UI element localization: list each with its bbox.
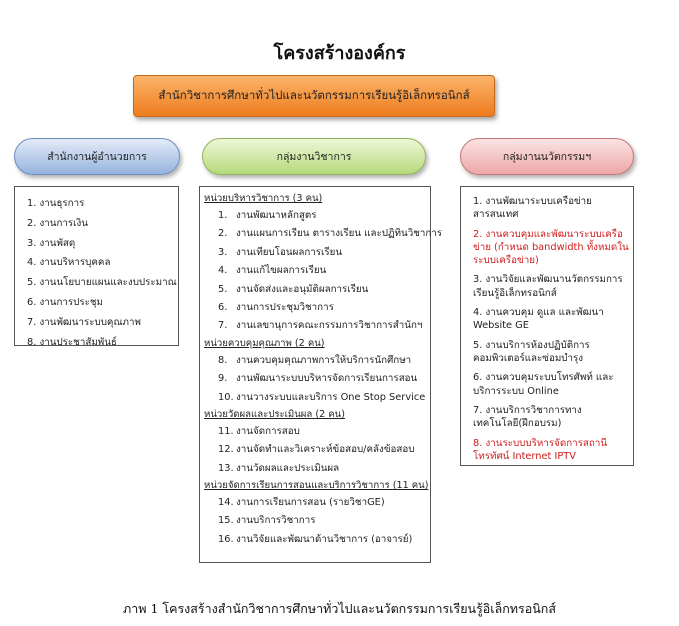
list-item: 1. งานธุรการ	[27, 198, 85, 209]
list-item: 1. งานพัฒนาระบบเครือข่ายสารสนเทศ	[473, 196, 592, 221]
list-item: 9. งานพัฒนาระบบบริหารจัดการเรียนการสอน	[204, 372, 426, 385]
list-item: 4. งานแก้ไขผลการเรียน	[204, 264, 426, 277]
list-item: 7. งานเลขานุการคณะกรรมการวิชาการสำนักฯ	[204, 319, 426, 332]
item-number: 9.	[218, 373, 228, 385]
item-number: 4.	[218, 265, 228, 277]
list-item: 16.งานวิจัยและพัฒนาด้านวิชาการ (อาจารย์)	[204, 533, 426, 546]
list-item: 13.งานวัดผลและประเมินผล	[204, 462, 426, 475]
director-office-list: 1. งานธุรการ 2. งานการเงิน 3. งานพัสดุ 4. ง…	[14, 186, 179, 348]
list-item: 3. งานพัสดุ	[27, 237, 76, 249]
item-number: 14.	[218, 497, 234, 509]
group-pill-director-office: สำนักงานผู้อำนวยการ	[14, 138, 180, 175]
item-number: 13.	[218, 462, 234, 474]
list-item: 1. งานพัฒนาหลักสูตร	[204, 209, 426, 222]
list-item: 3. งานเทียบโอนผลการเรียน	[204, 246, 426, 259]
list-item: 14.งานการเรียนการสอน (รายวิชาGE)	[204, 496, 426, 509]
group-label-right: กลุ่มงานนวัตกรรมฯ	[502, 151, 592, 163]
list-item: 7. งานพัฒนาระบบคุณภาพ	[27, 316, 141, 328]
innovation-list: 1. งานพัฒนาระบบเครือข่ายสารสนเทศ 2. งานคว…	[460, 186, 634, 466]
item-number: 10.	[218, 391, 234, 403]
list-item: 12.งานจัดทำและวิเคราะห์ข้อสอบ/คลังข้อสอบ	[204, 443, 426, 456]
list-item: 2. งานการเงิน	[27, 217, 88, 229]
list-item: 6. งานการประชุม	[27, 297, 103, 309]
academic-list: หน่วยบริหารวิชาการ (3 คน) 1. งานพัฒนาหลักส…	[199, 186, 442, 563]
item-number: 11.	[218, 425, 234, 437]
group-pill-academic: กลุ่มงานวิชาการ	[202, 138, 426, 175]
item-text: งานจัดทำและวิเคราะห์ข้อสอบ/คลังข้อสอบ	[236, 444, 415, 456]
list-item: 5. งานบริการห้องปฏิบัติการคอมพิวเตอร์และ…	[473, 339, 590, 364]
item-number: 5.	[218, 283, 228, 295]
list-item: 7. งานบริการวิชาการทางเทคโนโลยี(ฝึกอบรม)	[473, 404, 582, 430]
group-label-left: สำนักงานผู้อำนวยการ	[47, 151, 147, 163]
item-text: งานการประชุมวิชาการ	[236, 301, 334, 313]
item-text: งานวางระบบและบริการ One Stop Service	[236, 391, 426, 403]
item-text: งานวัดผลและประเมินผล	[236, 462, 340, 474]
item-text: งานเลขานุการคณะกรรมการวิชาการสำนักฯ	[236, 320, 423, 332]
list-item: 6. งานควบคุมระบบโทรศัพท์ และบริการระบบ O…	[473, 372, 614, 397]
item-text: งานบริการวิชาการ	[236, 515, 316, 527]
list-item: 8. งานควบคุมคุณภาพการให้บริการนักศึกษา	[204, 354, 426, 367]
list-item: 10.งานวางระบบและบริการ One Stop Service	[204, 391, 426, 404]
list-item: 8. งานระบบบริหารจัดการสถานีโทรทัศน์ Inte…	[473, 437, 608, 462]
list-item: 5. งานจัดส่งและอนุมัติผลการเรียน	[204, 283, 426, 296]
item-text: งานแผนการเรียน ตารางเรียน และปฏิทินวิชาก…	[236, 228, 443, 240]
item-text: งานจัดส่งและอนุมัติผลการเรียน	[236, 283, 369, 295]
list-item: 15.งานบริการวิชาการ	[204, 514, 426, 527]
list-item: 11.งานจัดการสอบ	[204, 425, 426, 438]
item-number: 16.	[218, 533, 234, 545]
item-text: งานจัดการสอบ	[236, 425, 300, 437]
item-text: งานแก้ไขผลการเรียน	[236, 265, 327, 277]
list-item: 2. งานควบคุมและพัฒนาระบบเครือข่าย (กำหนด…	[473, 228, 629, 267]
item-text: งานพัฒนาหลักสูตร	[236, 209, 317, 221]
figure-caption: ภาพ 1 โครงสร้างสำนักวิชาการศึกษาทั่วไปแล…	[122, 601, 556, 616]
group-label-middle: กลุ่มงานวิชาการ	[276, 151, 352, 163]
top-unit-box: สำนักวิชาการศึกษาทั่วไปและนวัตกรรมการเรี…	[133, 75, 495, 117]
item-number: 2.	[218, 228, 228, 240]
item-number: 12.	[218, 444, 234, 456]
item-text: งานการเรียนการสอน (รายวิชาGE)	[236, 497, 385, 509]
section-title: หน่วยจัดการเรียนการสอนและบริการวิชาการ (…	[204, 480, 429, 492]
list-item: 5. งานนโยบายแผนและงบประมาณ	[27, 277, 177, 289]
item-number: 3.	[218, 246, 228, 258]
item-text: งานวิจัยและพัฒนาด้านวิชาการ (อาจารย์)	[236, 533, 413, 545]
diagram-title: โครงสร้างองค์กร	[273, 43, 406, 64]
list-item: 4. งานควบคุม ดูแล และพัฒนา Website GE	[473, 307, 604, 332]
item-text: งานพัฒนาระบบบริหารจัดการเรียนการสอน	[236, 373, 418, 385]
list-item: 2. งานแผนการเรียน ตารางเรียน และปฏิทินวิช…	[204, 227, 442, 240]
group-pill-innovation: กลุ่มงานนวัตกรรมฯ	[460, 138, 634, 175]
item-text: งานเทียบโอนผลการเรียน	[236, 246, 343, 258]
section-title: หน่วยบริหารวิชาการ (3 คน)	[204, 193, 323, 204]
list-item: 4. งานบริหารบุคคล	[27, 257, 111, 269]
item-text: งานควบคุมคุณภาพการให้บริการนักศึกษา	[236, 354, 412, 366]
item-number: 1.	[218, 209, 228, 221]
section-title: หน่วยควบคุมคุณภาพ (2 คน)	[204, 337, 325, 349]
list-item: 3. งานวิจัยและพัฒนานวัตกรรมการเรียนรู้อิ…	[473, 274, 623, 299]
list-item: 8. งานประชาสัมพันธ์	[27, 336, 117, 348]
section-title: หน่วยวัดผลและประเมินผล (2 คน)	[204, 408, 345, 420]
item-number: 8.	[218, 354, 228, 366]
top-unit-label: สำนักวิชาการศึกษาทั่วไปและนวัตกรรมการเรี…	[158, 88, 470, 102]
item-number: 15.	[218, 515, 234, 527]
item-number: 7.	[218, 320, 228, 332]
list-item: 6. งานการประชุมวิชาการ	[204, 301, 426, 314]
item-number: 6.	[218, 301, 228, 313]
